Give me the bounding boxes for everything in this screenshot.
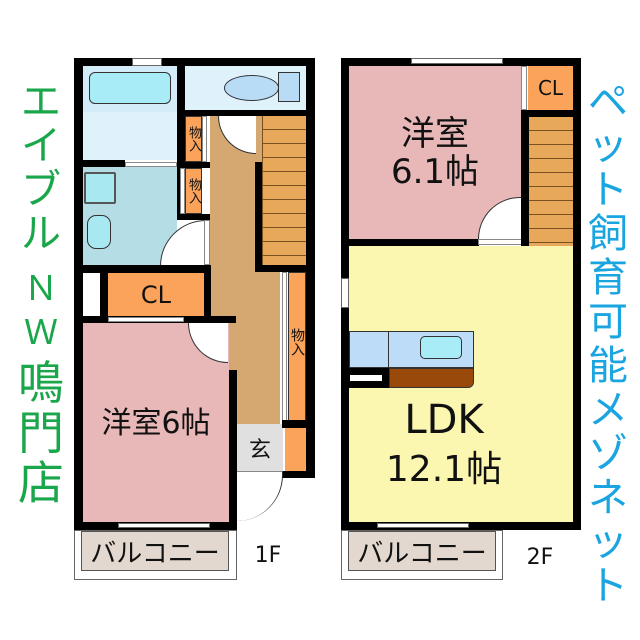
storage-1 bbox=[185, 116, 202, 162]
sink-icon bbox=[420, 336, 462, 359]
banner-char: 門 bbox=[18, 406, 64, 460]
wall bbox=[74, 265, 210, 273]
storage-1-label: 物入 bbox=[186, 126, 201, 152]
banner-char: ッ bbox=[588, 519, 628, 565]
banner-char: 鳴 bbox=[18, 356, 64, 410]
storage-entrance bbox=[285, 428, 307, 472]
storage-door[interactable] bbox=[180, 168, 185, 214]
kitchen-counter bbox=[349, 331, 389, 368]
closet-door[interactable] bbox=[521, 66, 527, 110]
window[interactable] bbox=[118, 523, 210, 528]
banner-char: 飼 bbox=[588, 211, 628, 257]
wall bbox=[282, 471, 315, 478]
banner-char: Ｗ bbox=[24, 313, 58, 353]
banner-char: ト bbox=[588, 167, 628, 213]
banner-char: ト bbox=[588, 563, 628, 609]
balcony-floor bbox=[348, 531, 496, 571]
banner-char: イ bbox=[21, 123, 61, 169]
wall bbox=[177, 214, 210, 220]
washbasin-icon bbox=[87, 215, 111, 249]
wall bbox=[83, 160, 125, 167]
stairs-end bbox=[529, 246, 573, 268]
toilet-bowl-icon bbox=[224, 75, 279, 101]
fridge-slot bbox=[350, 375, 382, 381]
door[interactable] bbox=[204, 220, 210, 265]
closet-white bbox=[83, 273, 100, 317]
window[interactable] bbox=[411, 58, 503, 64]
closet-2f-label: CL bbox=[537, 76, 564, 100]
dressing-room bbox=[83, 112, 177, 160]
door[interactable] bbox=[478, 239, 522, 245]
right-banner: ペ ッ ト 飼 育 可 能 メ ゾ ネ ッ ト bbox=[578, 82, 638, 610]
toilet-tank-icon bbox=[278, 72, 300, 102]
closet-door[interactable] bbox=[108, 317, 184, 322]
wall bbox=[521, 110, 529, 268]
wall bbox=[349, 239, 479, 246]
bedroom-2f-name: 洋室 bbox=[401, 113, 469, 154]
wall bbox=[177, 66, 185, 216]
window bbox=[132, 58, 162, 66]
wall bbox=[185, 110, 306, 116]
door[interactable] bbox=[125, 162, 177, 167]
storage-2 bbox=[185, 168, 202, 214]
closet-label: CL bbox=[140, 281, 172, 309]
bedroom-2f-size: 6.1帖 bbox=[390, 151, 480, 192]
wall bbox=[204, 265, 211, 323]
banner-char: 店 bbox=[18, 456, 64, 510]
wall bbox=[74, 58, 83, 233]
window[interactable] bbox=[377, 523, 469, 528]
banner-char: 育 bbox=[588, 255, 628, 301]
wall bbox=[255, 265, 315, 272]
entrance bbox=[237, 424, 283, 471]
wall bbox=[177, 162, 212, 168]
closet bbox=[108, 273, 204, 317]
left-banner: エ イ ブ ル Ｎ Ｗ 鳴 門 店 bbox=[12, 82, 70, 510]
banner-char: Ｎ bbox=[24, 269, 58, 309]
washing-machine-icon bbox=[84, 172, 116, 204]
banner-char: ネ bbox=[588, 475, 628, 521]
banner-char: ブ bbox=[21, 167, 61, 213]
window[interactable] bbox=[341, 278, 349, 308]
sliding-door[interactable] bbox=[282, 272, 287, 422]
wall bbox=[74, 58, 314, 66]
wall bbox=[573, 58, 581, 530]
floor-1-label: 1F bbox=[254, 542, 282, 568]
storage-2-label: 物入 bbox=[186, 178, 201, 204]
balcony-floor bbox=[81, 531, 229, 571]
bathtub-icon bbox=[89, 72, 171, 104]
wall bbox=[229, 370, 237, 530]
banner-char: ッ bbox=[588, 123, 628, 169]
wall bbox=[306, 58, 315, 428]
wall bbox=[255, 162, 263, 270]
storage-3-label: 物入 bbox=[289, 328, 305, 356]
banner-char: ゾ bbox=[588, 431, 628, 477]
stairs bbox=[529, 117, 573, 268]
banner-char: エ bbox=[21, 79, 61, 125]
wall bbox=[74, 232, 83, 522]
banner-char: メ bbox=[588, 387, 628, 433]
banner-char: 可 bbox=[588, 299, 628, 345]
wall bbox=[100, 273, 108, 317]
kitchen-cabinet bbox=[389, 368, 474, 388]
entrance-label: 玄 bbox=[248, 437, 271, 463]
stairs bbox=[262, 116, 306, 266]
wall bbox=[306, 420, 315, 478]
banner-char: 能 bbox=[588, 343, 628, 389]
entrance-door[interactable] bbox=[237, 471, 283, 521]
bedroom-1f-label: 洋室6帖 bbox=[101, 406, 211, 441]
closet-2f bbox=[528, 66, 573, 110]
ldk-size: 12.1帖 bbox=[385, 449, 503, 490]
balcony-1f-label: バルコニー bbox=[90, 538, 220, 569]
wall bbox=[521, 110, 573, 117]
bedroom-1f bbox=[83, 323, 229, 523]
storage-door[interactable] bbox=[202, 116, 207, 162]
wall bbox=[282, 420, 315, 428]
balcony-2f-label: バルコニー bbox=[357, 538, 487, 569]
floor-2-label: 2F bbox=[526, 544, 554, 570]
banner-char: ペ bbox=[588, 79, 628, 125]
ldk-name: LDK bbox=[404, 397, 484, 443]
banner-char: ル bbox=[21, 211, 61, 257]
